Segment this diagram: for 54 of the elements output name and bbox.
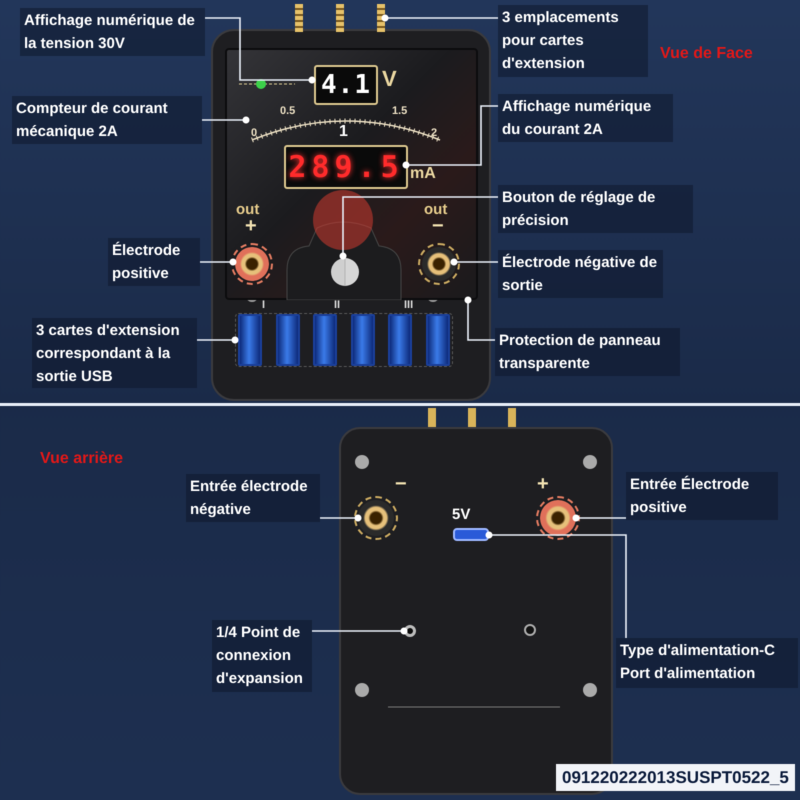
callout-text: Protection de panneau transparente — [495, 328, 680, 376]
callout-text: Affichage numérique de la tension 30V — [20, 8, 205, 56]
output-label: out — [236, 202, 260, 217]
voltage-display: 4.1 — [314, 65, 378, 105]
unit-label: mA — [410, 166, 436, 182]
callout-text: Entrée Électrode positive — [626, 472, 778, 520]
leader-line — [320, 514, 362, 522]
unit-label: 5V — [452, 507, 470, 522]
callout-text: 3 cartes d'extension correspondant à la sortie USB — [32, 318, 197, 388]
leader-line — [340, 196, 498, 260]
leader-line — [197, 336, 238, 344]
group-numeral: III — [404, 300, 414, 311]
leader-line — [402, 105, 498, 168]
polarity-sign: + — [245, 216, 257, 236]
leader-line — [205, 17, 316, 84]
polarity-sign: + — [537, 474, 549, 494]
extension-card-pins — [295, 4, 385, 32]
terminal-socket — [422, 247, 456, 281]
leader-line — [202, 116, 250, 124]
callout-text: Électrode négative de sortie — [498, 250, 663, 298]
view-title: Vue arrière — [40, 451, 124, 467]
callout-text: Compteur de courant mécanique 2A — [12, 96, 202, 144]
leader-line — [200, 258, 236, 266]
callout-text: 1/4 Point de connexion d'expansion — [212, 620, 312, 692]
unit-label: V — [382, 68, 397, 90]
scale-number: 2 — [431, 128, 438, 139]
leader-line — [486, 532, 627, 638]
reference-code: 091220222013SUSPT0522_5 — [556, 764, 795, 791]
usb-c-port — [453, 528, 489, 541]
terminal-socket — [235, 247, 269, 281]
polarity-sign: − — [432, 216, 444, 236]
polarity-sign: − — [395, 474, 407, 494]
group-numeral: I — [262, 300, 266, 311]
usb-port-row — [235, 313, 453, 367]
leader-line — [312, 628, 408, 634]
scale-number: 1 — [339, 124, 348, 140]
output-label: out — [424, 202, 448, 217]
view-title: Vue de Face — [660, 46, 753, 62]
transparent-front-panel — [225, 48, 478, 300]
callout-text: Type d'alimentation-C Port d'alimentation — [616, 638, 798, 688]
callout-text: Affichage numérique du courant 2A — [498, 94, 673, 142]
scale-number: 1.5 — [392, 106, 408, 117]
scale-number: 0 — [251, 128, 258, 139]
callout-text: 3 emplacements pour cartes d'extension — [498, 5, 648, 77]
leader-line — [382, 14, 498, 22]
callout-text: Bouton de réglage de précision — [498, 185, 693, 233]
current-display: 289.5 — [284, 145, 408, 189]
group-numeral: II — [334, 300, 340, 311]
leader-line — [464, 296, 495, 341]
callout-text: Entrée électrode négative — [186, 474, 320, 522]
leader-line — [450, 258, 498, 266]
leader-line — [572, 514, 626, 522]
scale-number: 0.5 — [280, 106, 296, 117]
callout-text: Électrode positive — [108, 238, 200, 286]
